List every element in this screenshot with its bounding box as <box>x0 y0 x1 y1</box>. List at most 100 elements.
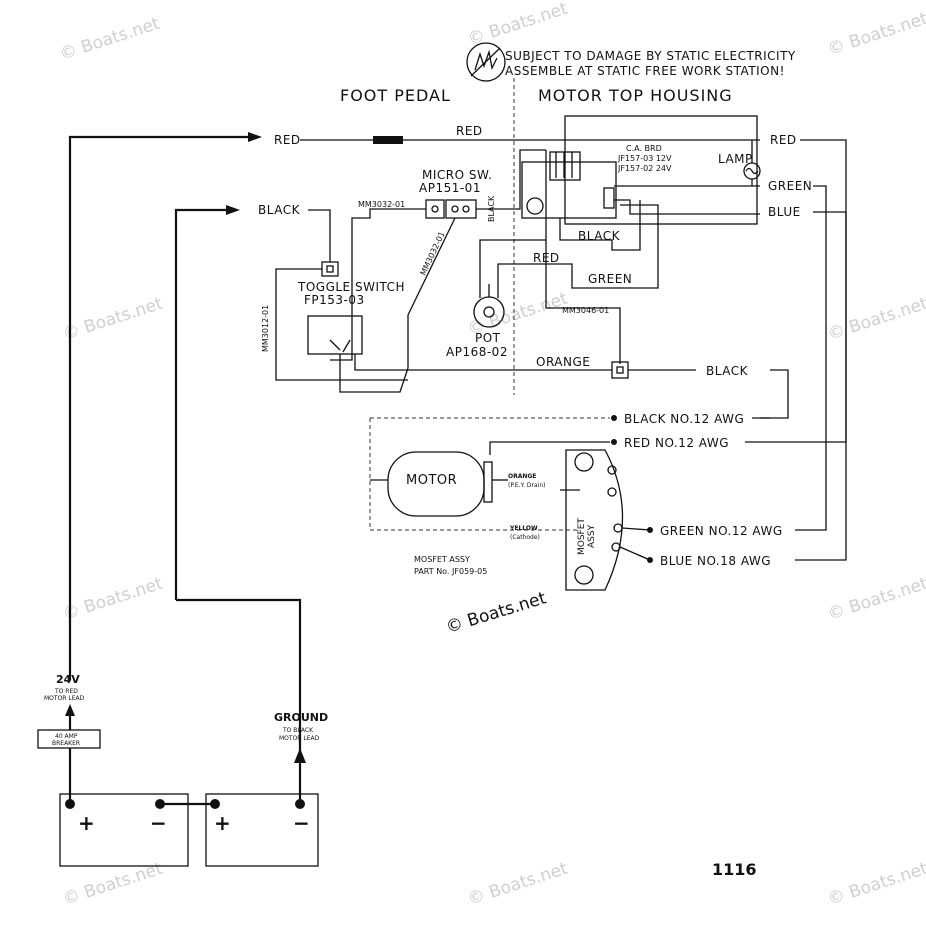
right-wires: GREEN BLUE BLACK RED GREEN MM3046-01 <box>479 150 847 561</box>
board-screw <box>526 197 544 215</box>
pot-label: POT <box>475 331 501 345</box>
watermark: © Boats.net <box>57 14 162 65</box>
terminal-icon <box>65 799 75 809</box>
micro-sw-label: MICRO SW. <box>422 168 492 182</box>
battery-1 <box>59 793 189 867</box>
black-awg-label: BLACK NO.12 AWG <box>624 412 744 426</box>
minus-sign: − <box>293 811 310 835</box>
cathode-label: (Cathode) <box>510 534 540 541</box>
watermark: © Boats.net <box>465 0 570 50</box>
micro-sw-part-label: AP151-01 <box>419 181 481 195</box>
esd-hand-icon <box>474 49 498 71</box>
watermark: © Boats.net <box>825 294 926 345</box>
battery-feed-wires <box>68 132 306 763</box>
figure-number: 1116 <box>712 860 757 879</box>
ca-board-label: C.A. BRD <box>626 144 662 153</box>
mosfet-assembly: MOSFET ASSY MOSFET ASSY PART No. JF059-0… <box>414 449 651 591</box>
terminal-icon <box>613 523 623 533</box>
green-inner-label: GREEN <box>588 272 632 286</box>
toggle-switch-label: TOGGLE SWITCH <box>297 280 405 294</box>
toggle-connector <box>321 261 339 277</box>
terminal-icon <box>431 205 439 213</box>
mm3046-label: MM3046-01 <box>562 306 609 315</box>
jf-24v-label: JF157-02 24V <box>617 164 672 173</box>
static-warning: SUBJECT TO DAMAGE BY STATIC ELECTRICITY … <box>466 42 796 82</box>
green-awg-label: GREEN NO.12 AWG <box>660 524 783 538</box>
plus-sign: + <box>214 811 231 835</box>
foot-pedal-heading: FOOT PEDAL <box>340 86 451 105</box>
watermark: © Boats.net <box>60 574 165 625</box>
orange-wire: ORANGE BLACK <box>536 355 789 419</box>
terminal-icon <box>607 465 617 475</box>
arrow-icon <box>226 205 240 215</box>
terminal-icon <box>607 487 617 497</box>
ground-label: GROUND <box>274 711 328 724</box>
watermark: © Boats.net <box>825 859 926 910</box>
part-no-label: PART No. JF059-05 <box>414 567 487 576</box>
black-inner-label: BLACK <box>578 229 621 243</box>
warning-line-1: SUBJECT TO DAMAGE BY STATIC ELECTRICITY <box>505 49 796 63</box>
to-red-label: TO RED <box>54 688 78 695</box>
blue-awg-label: BLUE NO.18 AWG <box>660 554 771 568</box>
jf-12v-label: JF157-03 12V <box>617 154 672 163</box>
red-mid-label: RED <box>456 124 483 138</box>
ground-wire <box>176 598 302 760</box>
terminal-icon <box>611 542 621 552</box>
pot-part-label: AP168-02 <box>446 345 508 359</box>
blue-right-label: BLUE <box>768 205 801 219</box>
fuse <box>373 136 403 144</box>
board-pins <box>603 187 615 209</box>
watermark: © Boats.net <box>825 574 926 625</box>
board-connector <box>549 151 581 181</box>
esd-slash <box>470 47 501 77</box>
copyright-text: © Boats.net <box>444 588 549 638</box>
assy-side-label: ASSY <box>587 524 597 548</box>
toggle-part-label: FP153-03 <box>304 293 365 307</box>
watermark: © Boats.net <box>60 294 165 345</box>
lamp-label: LAMP <box>718 152 753 166</box>
toggle-switch: BLACK TOGGLE SWITCH FP153-03 MM3012-01 <box>258 203 612 393</box>
battery-2 <box>205 793 319 867</box>
minus-sign: − <box>150 811 167 835</box>
mosfet-screw-icon <box>574 452 594 472</box>
mosfet-screw-icon <box>574 565 594 585</box>
black-feed-wire <box>174 208 228 600</box>
arrow-icon <box>248 132 262 142</box>
esd-hand-icon <box>466 42 506 82</box>
breaker-amp-label: 40 AMP <box>55 733 78 740</box>
mosfet-side-label: MOSFET <box>577 518 587 555</box>
control-board: C.A. BRD JF157-03 12V JF157-02 24V LAMP <box>521 115 761 225</box>
motor-top-heading: MOTOR TOP HOUSING <box>538 86 733 105</box>
terminal-icon <box>451 205 459 213</box>
green-right-label: GREEN <box>768 179 812 193</box>
red-right-label: RED <box>770 133 797 147</box>
micro-switch-body <box>445 199 477 219</box>
black-left-label: BLACK <box>258 203 301 217</box>
mm3032-v-label: MM3032-01 <box>419 230 447 277</box>
lamp-filament <box>745 167 759 175</box>
red-awg-label: RED NO.12 AWG <box>624 436 729 450</box>
board-housing <box>521 161 617 219</box>
orange-label: ORANGE <box>536 355 590 369</box>
connector-icon <box>611 361 629 379</box>
toggle-switch-body <box>307 315 363 355</box>
drain-note-label: (P.E.Y. Drain) <box>508 482 545 489</box>
motor-lead-label: MOTOR LEAD <box>44 695 85 702</box>
red-left-label: RED <box>274 133 301 147</box>
breaker-label: BREAKER <box>52 740 80 747</box>
arrow-icon <box>65 704 75 716</box>
terminal-icon <box>295 799 305 809</box>
red-feed-wire <box>68 135 250 680</box>
mm3032-h-label: MM3032-01 <box>358 200 405 209</box>
motor-lead-label: MOTOR LEAD <box>279 735 320 742</box>
arrow-icon <box>294 748 306 763</box>
to-black-label: TO BLACK <box>282 727 314 734</box>
watermark: © Boats.net <box>465 859 570 910</box>
battery-section: 24V TO RED MOTOR LEAD 40 AMP BREAKER GRO… <box>37 673 328 867</box>
watermark: © Boats.net <box>825 9 926 60</box>
motor: MOTOR ORANGE (P.E.Y. Drain) YELLOW (Cath… <box>370 441 610 541</box>
awg-lines: BLACK NO.12 AWG RED NO.12 AWG GREEN NO.1… <box>369 412 846 568</box>
mm3012-label: MM3012-01 <box>261 305 270 352</box>
